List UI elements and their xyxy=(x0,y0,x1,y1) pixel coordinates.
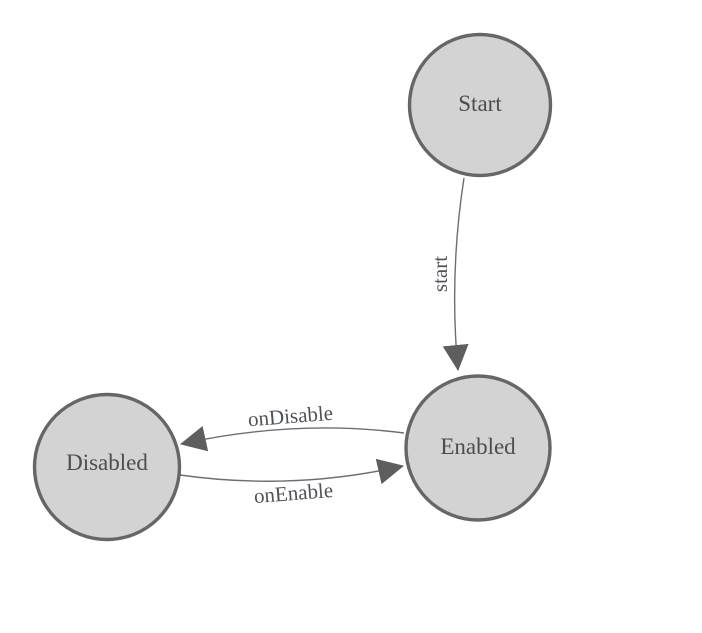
state-label-disabled: Disabled xyxy=(66,450,148,475)
edge-label-ondisable: onDisable xyxy=(247,401,334,432)
state-circle-enabled[interactable] xyxy=(404,374,552,522)
edge-disabled-to-enabled xyxy=(179,458,404,485)
edge-label-start: start xyxy=(428,256,452,292)
edge-layer xyxy=(179,177,469,485)
edge-label-onenable: onEnable xyxy=(253,478,334,508)
state-circle-disabled[interactable] xyxy=(32,392,182,542)
state-label-start: Start xyxy=(458,91,502,116)
state-node-enabled[interactable]: Enabled xyxy=(404,374,552,522)
state-node-disabled[interactable]: Disabled xyxy=(32,392,182,542)
state-label-enabled: Enabled xyxy=(440,434,516,459)
state-node-start[interactable]: Start xyxy=(407,32,553,178)
edge-start-to-enabled xyxy=(442,177,469,371)
edge-enabled-to-disabled xyxy=(180,425,405,452)
state-circle-start[interactable] xyxy=(407,32,553,178)
